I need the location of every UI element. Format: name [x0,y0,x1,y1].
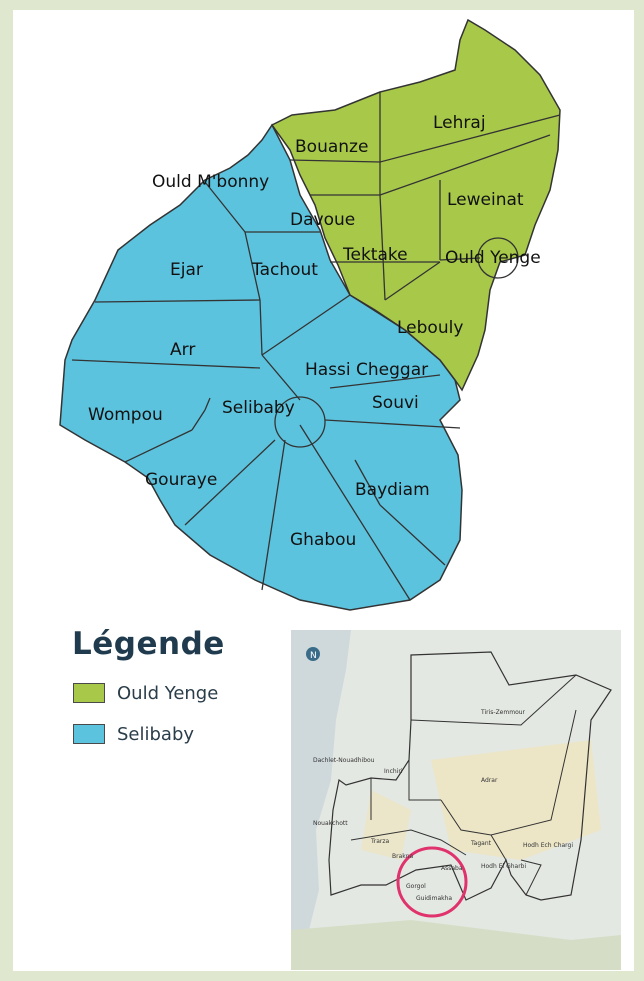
label-davoue: Davoue [290,210,355,230]
legend-item-ould-yenge: Ould Yenge [73,682,218,704]
label-tektake: Tektake [342,245,408,265]
compass-label: N [310,651,317,661]
label-lebouly: Lebouly [397,318,463,338]
inset-label: Tagant [470,840,492,847]
region-ould-yenge-area [270,18,561,392]
highlight-circle [396,846,468,918]
legend-item-selibaby: Selibaby [73,723,194,745]
label-wompou: Wompou [88,405,163,425]
label-hassi-cheggar: Hassi Cheggar [305,360,428,380]
inset-map-svg: N Tiris-Zemmour Dachlet-Nouadhibou Inchi… [291,630,621,970]
district-map: Lehraj Bouanze Leweinat Davoue Tektake O… [59,18,561,611]
label-selibaby: Selibaby [222,398,295,418]
inset-label: Guidimakha [416,895,452,902]
label-ould-yenge: Ould Yenge [445,248,541,268]
label-souvi: Souvi [372,393,419,413]
label-lehraj: Lehraj [433,113,486,133]
label-baydiam: Baydiam [355,480,430,500]
legend-label: Selibaby [117,723,195,745]
compass-icon [306,647,320,661]
inset-label: Gorgol [406,883,426,890]
inset-label: Nouakchott [313,820,348,827]
label-tachout: Tachout [251,260,318,280]
inset-label: Adrar [481,777,498,784]
label-ejar: Ejar [170,260,203,280]
inset-label: Dachlet-Nouadhibou [313,757,375,764]
legend-label: Ould Yenge [117,682,219,704]
inset-label: Trarza [370,838,390,845]
label-ould-mbonny: Ould M'bonny [152,172,269,192]
label-leweinat: Leweinat [447,190,524,210]
label-ghabou: Ghabou [290,530,356,550]
inset-label: Hodh El Gharbi [481,863,526,870]
legend-title: Légende [72,626,225,662]
label-gouraye: Gouraye [145,470,217,490]
legend-swatch-blue [73,724,105,744]
legend-swatch-green [73,683,105,703]
inset-label: Assaba [441,865,463,872]
inset-label: Inchiri [384,768,403,775]
label-bouanze: Bouanze [295,137,368,157]
mauritania-outline [328,651,612,901]
label-arr: Arr [170,340,195,360]
inset-label: Brakna [392,853,414,860]
inset-label: Hodh Ech Chargi [523,842,573,849]
inset-label: Tiris-Zemmour [480,709,526,716]
inset-map: N Tiris-Zemmour Dachlet-Nouadhibou Inchi… [291,630,621,970]
